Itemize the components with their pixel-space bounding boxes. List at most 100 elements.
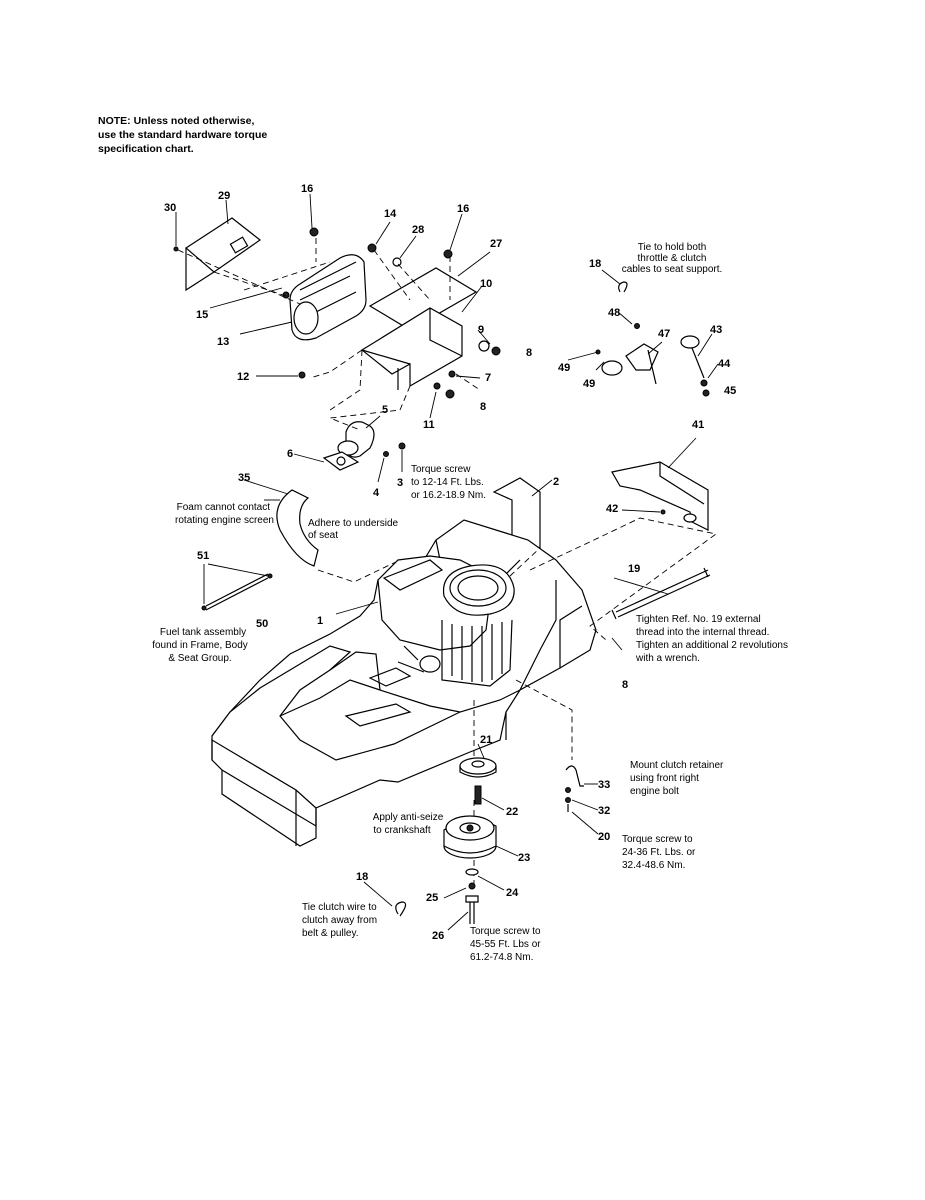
- svg-text:Fuel tank assembly: Fuel tank assembly: [160, 627, 246, 638]
- callout-8b: 8: [480, 401, 486, 413]
- svg-text:Foam cannot contact: Foam cannot contact: [177, 502, 271, 513]
- callout-3: 3: [397, 477, 403, 489]
- callout-18a: 18: [589, 258, 601, 270]
- annotation-torque-3: Torque screw to 12-14 Ft. Lbs. or 16.2-1…: [411, 464, 486, 501]
- clutch-retainer: [565, 765, 584, 812]
- engine: [377, 555, 515, 687]
- leader-lines: [175, 193, 719, 931]
- svg-text:Torque screw to: Torque screw to: [470, 926, 541, 937]
- svg-text:cables to seat support.: cables to seat support.: [622, 264, 723, 275]
- callout-43: 43: [710, 324, 722, 336]
- callout-16: 16: [301, 183, 313, 195]
- callout-numbers: 30 29 16 14 28 16 27 10 9 8 15 13 12 7 8…: [164, 183, 736, 942]
- callout-26: 26: [432, 930, 444, 942]
- heat-shield-plate: [185, 217, 262, 292]
- svg-text:32.4-48.6 Nm.: 32.4-48.6 Nm.: [622, 860, 685, 871]
- callout-11: 11: [423, 419, 435, 431]
- annotation-tighten-19: Tighten Ref. No. 19 external thread into…: [635, 614, 788, 664]
- callout-18b: 18: [356, 871, 368, 883]
- callout-4: 4: [373, 487, 380, 499]
- svg-text:Tighten an additional 2 revolu: Tighten an additional 2 revolutions: [636, 640, 788, 651]
- annotation-tie-throttle: Tie to hold both throttle & clutch cable…: [622, 242, 723, 275]
- svg-text:with a wrench.: with a wrench.: [635, 653, 700, 664]
- callout-25: 25: [426, 892, 438, 904]
- callout-42: 42: [606, 503, 618, 515]
- svg-text:to 12-14 Ft. Lbs.: to 12-14 Ft. Lbs.: [411, 477, 484, 488]
- foam-strip: [276, 489, 319, 567]
- annotation-adhere: Adhere to underside of seat: [308, 518, 399, 541]
- callout-30: 30: [164, 202, 176, 214]
- annotation-anti-seize: Apply anti-seize to crankshaft: [373, 812, 444, 836]
- callout-15: 15: [196, 309, 208, 321]
- callout-21: 21: [480, 734, 492, 746]
- callout-51: 51: [197, 550, 209, 562]
- annotation-torque-20: Torque screw to 24-36 Ft. Lbs. or 32.4-4…: [622, 834, 696, 871]
- electric-clutch: [443, 815, 497, 859]
- callout-27: 27: [490, 238, 502, 250]
- callout-1: 1: [317, 615, 323, 627]
- callout-47: 48: [608, 307, 620, 319]
- svg-text:rotating engine screen: rotating engine screen: [175, 515, 274, 526]
- callout-44: 44: [718, 358, 731, 370]
- muffler-bracket: [360, 307, 463, 390]
- svg-text:of seat: of seat: [308, 530, 338, 541]
- callout-23: 23: [518, 852, 530, 864]
- callout-29: 29: [218, 190, 230, 202]
- svg-text:Torque screw: Torque screw: [411, 464, 471, 475]
- svg-text:45-55 Ft. Lbs or: 45-55 Ft. Lbs or: [470, 939, 541, 950]
- callout-2: 2: [553, 476, 559, 488]
- callout-41: 41: [692, 419, 704, 431]
- svg-text:Adhere to underside: Adhere to underside: [308, 518, 399, 529]
- exhaust-pipe: [337, 421, 375, 458]
- callout-45: 45: [724, 385, 736, 397]
- exhaust-gasket: [322, 451, 360, 471]
- callout-10: 10: [480, 278, 492, 290]
- svg-text:to crankshaft: to crankshaft: [373, 825, 430, 836]
- seat-bracket: [611, 461, 709, 531]
- callout-5: 5: [382, 404, 388, 416]
- fuel-tank-rod: [201, 573, 273, 611]
- svg-text:Apply anti-seize: Apply anti-seize: [373, 812, 444, 823]
- muffler: [289, 254, 367, 341]
- callout-33: 33: [598, 779, 610, 791]
- muffler-shield: [368, 267, 478, 331]
- callout-12: 12: [237, 371, 249, 383]
- torque-note: NOTE: Unless noted otherwise, use the st…: [98, 115, 268, 155]
- svg-text:Mount clutch retainer: Mount clutch retainer: [630, 760, 724, 771]
- annotation-torque-26: Torque screw to 45-55 Ft. Lbs or 61.2-74…: [470, 926, 541, 963]
- callout-48: 49: [558, 362, 570, 374]
- annotation-mount-clutch: Mount clutch retainer using front right …: [630, 760, 724, 797]
- callout-9: 9: [478, 324, 484, 336]
- svg-text:24-36 Ft. Lbs. or: 24-36 Ft. Lbs. or: [622, 847, 696, 858]
- callout-14: 14: [384, 208, 397, 220]
- svg-text:or 16.2-18.9 Nm.: or 16.2-18.9 Nm.: [411, 490, 486, 501]
- callout-7: 7: [485, 372, 491, 384]
- throttle-assembly: [595, 281, 710, 397]
- callout-22: 22: [506, 806, 518, 818]
- callout-8c: 8: [622, 679, 628, 691]
- svg-text:engine bolt: engine bolt: [630, 786, 679, 797]
- callout-32: 32: [598, 805, 610, 817]
- callout-28: 28: [412, 224, 424, 236]
- svg-text:Torque screw to: Torque screw to: [622, 834, 693, 845]
- svg-text:found in Frame, Body: found in Frame, Body: [152, 640, 248, 651]
- callout-6: 6: [287, 448, 293, 460]
- assembly-lines-upper: [177, 238, 481, 583]
- callout-24: 24: [506, 887, 519, 899]
- clutch-key: [474, 785, 482, 805]
- svg-text:Tie to hold both: Tie to hold both: [638, 242, 707, 253]
- callout-19: 19: [628, 563, 640, 575]
- small-hardware: [173, 227, 501, 457]
- callout-50: 50: [256, 618, 268, 630]
- cable-tie: [395, 901, 407, 917]
- svg-text:Tie clutch wire to: Tie clutch wire to: [302, 902, 377, 913]
- svg-text:throttle & clutch: throttle & clutch: [638, 253, 707, 264]
- svg-text:thread into the internal threa: thread into the internal thread.: [636, 627, 769, 638]
- callout-35: 35: [238, 472, 250, 484]
- annotation-fuel-tank: Fuel tank assembly found in Frame, Body …: [152, 627, 248, 664]
- pulley: [459, 757, 497, 778]
- svg-text:belt & pulley.: belt & pulley.: [302, 928, 359, 939]
- callout-8a: 8: [526, 347, 532, 359]
- callout-46: 47: [658, 328, 670, 340]
